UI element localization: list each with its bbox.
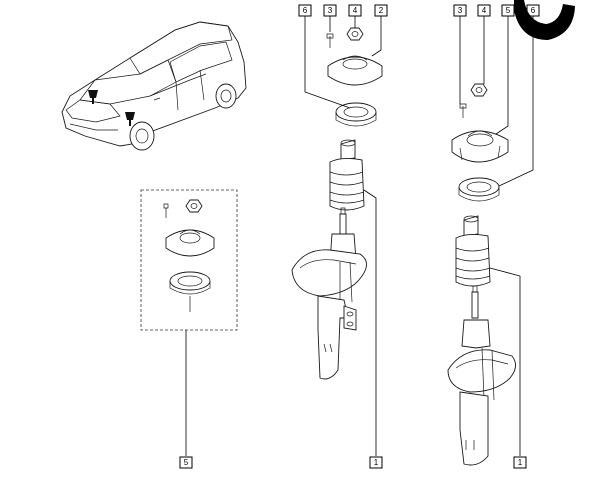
callout-label: 4 — [482, 6, 487, 15]
callout-label: 4 — [353, 6, 358, 15]
callout-label: 5 — [506, 6, 511, 15]
strut-middle — [291, 27, 383, 380]
callout-3-middle: 3 — [323, 4, 337, 17]
callout-label: 6 — [303, 6, 308, 15]
strut-right — [447, 83, 516, 466]
kit-box — [140, 189, 238, 331]
callout-label: 1 — [374, 458, 379, 467]
callout-label: 6 — [531, 6, 536, 15]
callout-4-middle: 4 — [348, 4, 362, 17]
leader-lines — [185, 16, 534, 456]
callout-1-right: 1 — [513, 456, 527, 469]
callout-5-right: 5 — [501, 4, 515, 17]
callout-label: 3 — [458, 6, 463, 15]
car-illustration — [61, 21, 247, 151]
callout-1-middle: 1 — [369, 456, 383, 469]
callout-2-middle: 2 — [374, 4, 388, 17]
callout-5-left: 5 — [179, 456, 193, 469]
callout-label: 5 — [184, 458, 189, 467]
callout-label: 3 — [328, 6, 333, 15]
callout-6-middle: 6 — [298, 4, 312, 17]
callout-4-right: 4 — [477, 4, 491, 17]
callout-label: 2 — [379, 6, 384, 15]
corner-brush-mark — [514, 0, 575, 40]
strut-marker-right — [125, 112, 135, 126]
callout-label: 1 — [518, 458, 523, 467]
callout-3-right: 3 — [453, 4, 467, 17]
strut-marker-left — [88, 90, 98, 104]
